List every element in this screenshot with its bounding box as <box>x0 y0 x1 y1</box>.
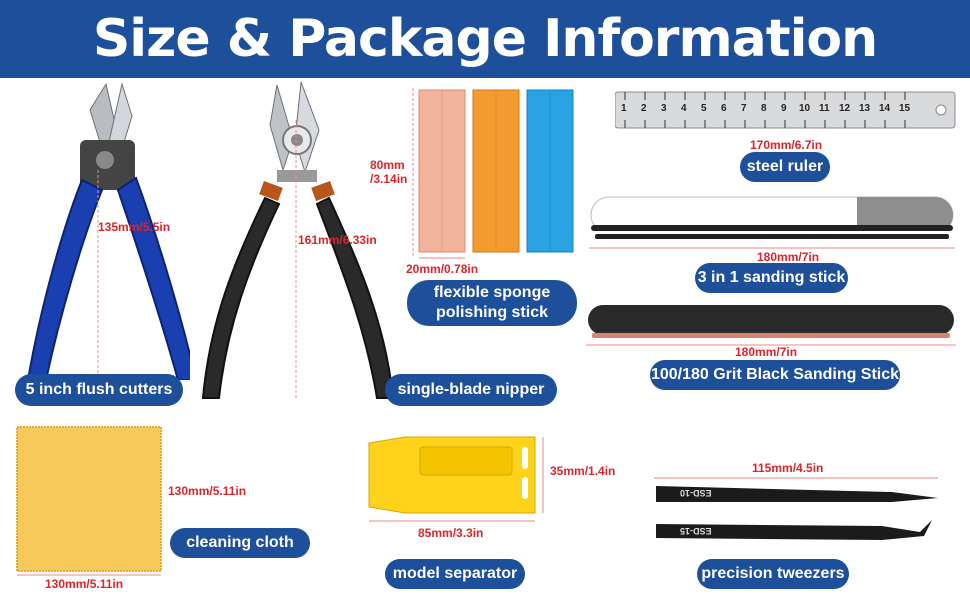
ruler-tick: 14 <box>879 103 891 114</box>
ruler-tick: 5 <box>701 103 707 114</box>
ruler-tick: 4 <box>681 103 687 114</box>
sanding-stick-3in1-image <box>587 195 957 255</box>
nipper-label: single-blade nipper <box>385 374 557 406</box>
sanding-3in1-dimension: 180mm/7in <box>757 250 820 264</box>
flush-cutters-image <box>10 80 190 380</box>
sponge-height-dimension: 80mm <box>370 158 405 172</box>
cloth-height-dimension: 130mm/5.11in <box>168 484 247 498</box>
ruler-tick: 15 <box>899 103 911 114</box>
tweezers-dimension: 115mm/4.5in <box>752 461 824 475</box>
model-separator-image <box>365 435 550 525</box>
nipper-dimension: 161mm/6.33in <box>298 233 377 247</box>
steel-ruler-label: steel ruler <box>740 152 830 182</box>
sponge-label-line2: polishing stick <box>435 304 548 321</box>
sponge-width-dimension: 20mm/0.78in <box>406 262 479 276</box>
header-banner: Size & Package Information <box>0 0 970 78</box>
ruler-tick: 1 <box>621 103 627 114</box>
cleaning-cloth-label: cleaning cloth <box>170 528 310 558</box>
sponge-sticks-image <box>405 86 580 261</box>
sponge-height-inch-dimension: /3.14in <box>370 172 408 186</box>
ruler-tick: 12 <box>839 103 851 114</box>
ruler-tick: 6 <box>721 103 727 114</box>
sponge-label: flexible sponge polishing stick <box>407 280 577 326</box>
ruler-tick: 13 <box>859 103 871 114</box>
ruler-tick: 7 <box>741 103 747 114</box>
ruler-tick: 3 <box>661 103 667 114</box>
tweezers-mark-2: ESD-15 <box>680 526 712 536</box>
sanding-3in1-label: 3 in 1 sanding stick <box>695 263 848 293</box>
ruler-tick: 8 <box>761 103 767 114</box>
black-sanding-dimension: 180mm/7in <box>735 345 798 359</box>
precision-tweezers-label: precision tweezers <box>697 559 849 589</box>
ruler-dimension: 170mm/6.7in <box>750 138 823 152</box>
ruler-tick: 2 <box>641 103 647 114</box>
tweezers-image <box>652 472 942 552</box>
page-title: Size & Package Information <box>92 9 878 69</box>
separator-height-dimension: 35mm/1.4in <box>550 464 616 478</box>
tweezers-mark-1: ESD-10 <box>680 488 712 498</box>
black-sanding-label: 100/180 Grit Black Sanding Stick <box>650 360 900 390</box>
sponge-label-line1: flexible sponge <box>433 284 551 301</box>
steel-ruler-image <box>615 90 957 130</box>
ruler-tick: 9 <box>781 103 787 114</box>
cleaning-cloth-image <box>15 425 165 577</box>
ruler-tick: 11 <box>819 103 830 114</box>
ruler-tick: 10 <box>799 103 811 114</box>
model-separator-label: model separator <box>385 559 525 589</box>
black-sanding-stick-image <box>584 303 958 348</box>
flush-cutters-dimension: 135mm/5.5in <box>98 220 171 234</box>
flush-cutters-label: 5 inch flush cutters <box>15 374 183 406</box>
separator-width-dimension: 85mm/3.3in <box>418 526 484 540</box>
nipper-image <box>195 80 395 400</box>
cloth-width-dimension: 130mm/5.11in <box>45 577 124 591</box>
